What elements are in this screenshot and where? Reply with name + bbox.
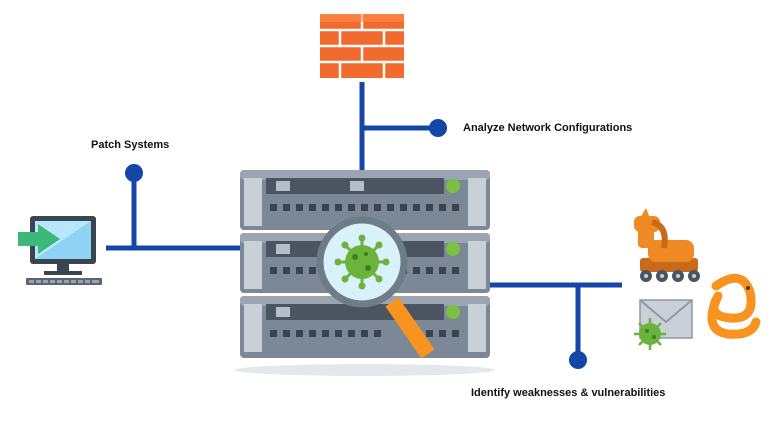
patch-systems-label: Patch Systems [91,139,170,151]
email-virus-icon [634,318,666,350]
server-rack-icon [235,170,495,376]
identify-dot [569,351,587,369]
identify-weaknesses-label: Identify weaknesses & vulnerabilities [471,387,666,399]
virus-icon [334,234,390,290]
patch-arrow-icon [18,224,60,254]
magnifier-icon [316,216,435,359]
analyze-dot [429,119,447,137]
server-unit-1 [240,170,490,230]
connector-dots [125,119,587,369]
infected-email-icon [634,299,693,350]
connector-lines [106,82,622,356]
firewall-icon [320,14,404,78]
patch-dot [125,164,143,182]
worm-icon [707,273,761,339]
trojan-horse-icon [634,208,700,282]
analyze-network-label: Analyze Network Configurations [463,122,633,134]
computer-monitor-icon [18,216,102,285]
